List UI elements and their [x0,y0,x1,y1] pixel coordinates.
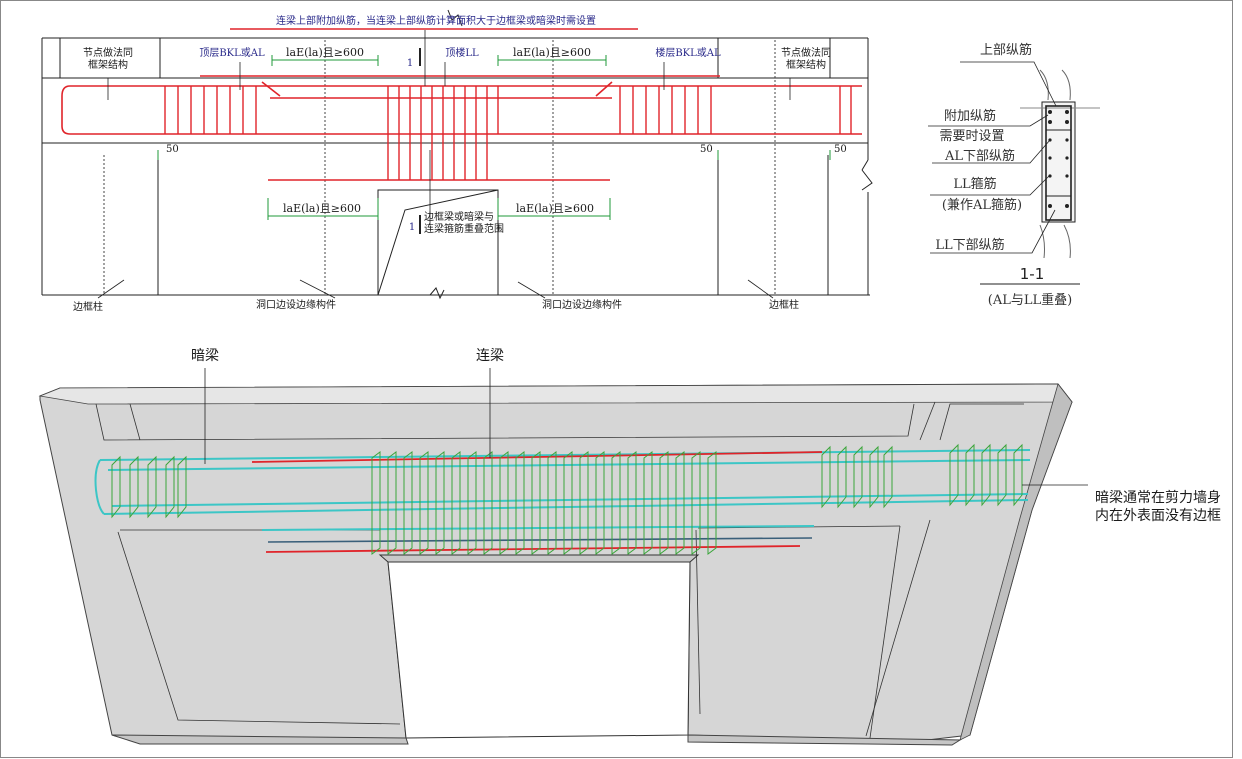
ll-stirrup-label: LL箍筋 [953,176,996,192]
model-note-line1: 暗梁通常在剪力墙身 [1095,490,1221,506]
ll-stirrup-label-2: (兼作AL箍筋) [942,197,1022,213]
ll-lower-bar-label: LL下部纵筋 [935,237,1004,253]
section-view: 上部纵筋 附加纵筋 需要时设置 AL下部纵筋 LL箍筋 (兼作AL箍筋) LL下… [928,42,1100,308]
section-title: 1-1 [1020,265,1045,283]
mark-1-bottom: 1 [409,222,415,233]
al-lower-bar-label: AL下部纵筋 [944,148,1015,164]
opening-edge-left: 洞口边设边缘构件 [256,298,336,311]
elevation-view: 连梁上部附加纵筋，当连梁上部纵筋计算面积大于边框梁或暗梁时需设置 节点做法同 框… [41,9,873,313]
frame-col-right: 边框柱 [769,298,799,311]
dim-la-bottom-left: laE(la)且≥600 [283,202,361,215]
al-label: 暗梁 [191,348,219,364]
ll-label: 连梁 [476,348,504,364]
frame-col-left: 边框柱 [73,300,103,313]
dim-la-bottom-right: laE(la)且≥600 [516,202,594,215]
top-bkl-label: 顶层BKL或AL [199,47,265,59]
section-subtitle: (AL与LL重叠) [988,292,1072,308]
node-right-line1: 节点做法同 [781,46,831,59]
mark-1-top: 1 [407,58,413,69]
node-right-line2: 框架结构 [786,58,826,71]
extra-bar-label: 附加纵筋 [944,108,996,124]
top-title-note: 连梁上部附加纵筋，当连梁上部纵筋计算面积大于边框梁或暗梁时需设置 [276,14,596,27]
upper-bar-label: 上部纵筋 [980,42,1032,58]
dim-50-mid: 50 [700,144,713,155]
node-left-line1: 节点做法同 [83,46,133,59]
floor-bkl-label: 楼层BKL或AL [655,46,721,59]
overlap-note-line2: 连梁箍筋重叠范围 [424,222,504,235]
dim-la-top-left: laE(la)且≥600 [286,46,364,59]
node-left-line2: 框架结构 [88,58,128,71]
model-view: 暗梁 连梁 暗梁通常在剪力墙身 内在外表面没有边框 [38,348,1221,746]
dim-50-left: 50 [166,144,179,155]
extra-bar-label-2: 需要时设置 [939,129,1004,144]
dim-50-right: 50 [834,144,847,155]
dim-la-top-right: laE(la)且≥600 [513,46,591,59]
opening-edge-right: 洞口边设边缘构件 [542,298,622,311]
overlap-note-line1: 边框梁或暗梁与 [424,210,494,223]
model-note-line2: 内在外表面没有边框 [1095,508,1221,524]
top-ll-label: 顶楼LL [445,46,479,59]
